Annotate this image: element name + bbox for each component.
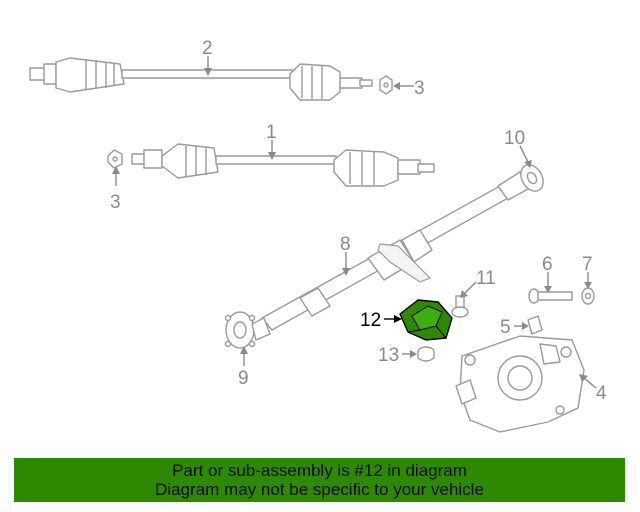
banner-line-2: Diagram may not be specific to your vehi… <box>155 480 484 499</box>
cap-13[interactable] <box>417 346 435 362</box>
leader-10-arrow <box>524 160 532 168</box>
callout-2: 2 <box>202 38 213 59</box>
prop-shaft-8[interactable] <box>261 171 531 331</box>
bushing-5[interactable] <box>527 315 543 335</box>
callout-6: 6 <box>542 254 553 275</box>
leader-6-arrow <box>544 286 552 293</box>
callout-12: 12 <box>360 310 381 331</box>
bolt-6[interactable] <box>528 288 573 304</box>
leader-13-arrow <box>410 350 417 358</box>
leader-3-upper-arrow <box>393 82 400 90</box>
leader-7-arrow <box>584 282 592 289</box>
info-banner: Part or sub-assembly is #12 in diagram D… <box>14 458 625 502</box>
callout-13: 13 <box>378 345 399 366</box>
leader-11-arrow <box>460 290 468 298</box>
callout-3-upper: 3 <box>414 78 425 99</box>
flange-9[interactable] <box>224 311 271 349</box>
bolt-11[interactable] <box>451 295 469 318</box>
callout-11: 11 <box>476 268 496 289</box>
flange-10[interactable] <box>516 161 547 195</box>
leader-1-arrow <box>268 152 276 160</box>
leader-3-left-arrow <box>112 166 120 174</box>
callout-7: 7 <box>582 254 593 275</box>
leader-5-arrow <box>522 322 529 330</box>
callout-5: 5 <box>500 317 511 338</box>
nut-3-left[interactable] <box>107 149 123 169</box>
banner-line-1: Part or sub-assembly is #12 in diagram <box>172 461 467 480</box>
leader-2-arrow <box>204 68 212 76</box>
nut-7[interactable] <box>581 287 595 305</box>
leader-4 <box>583 377 597 389</box>
nut-3-upper[interactable] <box>379 75 393 95</box>
leader-12-arrow <box>394 315 402 323</box>
leader-4-arrow <box>579 374 588 382</box>
leader-11 <box>463 281 477 295</box>
callout-10: 10 <box>504 128 525 149</box>
differential-4[interactable] <box>455 335 585 433</box>
half-shaft-2[interactable] <box>29 57 373 101</box>
callout-8: 8 <box>340 234 351 255</box>
callout-3-left: 3 <box>110 192 121 213</box>
bracket-12[interactable] <box>399 299 453 341</box>
callout-1: 1 <box>266 122 277 143</box>
leader-9-arrow <box>240 346 248 354</box>
leader-10 <box>519 145 529 163</box>
callout-9: 9 <box>238 368 249 389</box>
half-shaft-1[interactable] <box>131 143 435 187</box>
callout-4: 4 <box>596 383 607 404</box>
leader-8-arrow <box>342 268 350 276</box>
